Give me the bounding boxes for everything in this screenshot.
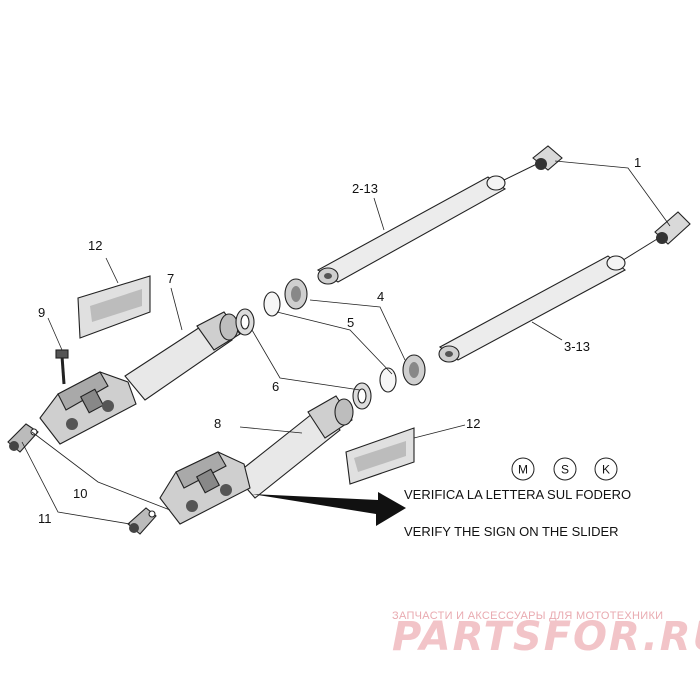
pad-12-upper [77, 275, 151, 339]
callout-7: 7 [167, 271, 174, 286]
svg-text:M: M [518, 463, 528, 477]
cap-lower [654, 211, 691, 245]
note-italian: VERIFICA LA LETTERA SUL FODERO [404, 487, 631, 502]
callout-12-upper: 12 [88, 238, 102, 253]
seal-rings-lower [352, 354, 426, 410]
cylinder-2-13 [316, 159, 546, 285]
cap-upper [532, 145, 563, 171]
svg-text:K: K [602, 463, 610, 477]
slider-sign-m: M [511, 457, 535, 481]
seal-rings-upper [235, 278, 308, 336]
cylinder-3-13 [438, 235, 663, 363]
slider-sign-s: S [553, 457, 577, 481]
leader-lines [21, 160, 671, 525]
callout-11: 11 [38, 511, 52, 526]
slider-foot-upper [39, 371, 137, 445]
pad-12-lower [345, 427, 415, 485]
fork-leg-7 [124, 311, 241, 401]
callout-4: 4 [377, 289, 384, 304]
fork-leg-8 [234, 395, 354, 499]
callout-3-13: 3-13 [564, 339, 590, 354]
svg-text:S: S [561, 463, 569, 477]
callout-6: 6 [272, 379, 279, 394]
bolt-11-lower [127, 507, 157, 535]
callout-5: 5 [347, 315, 354, 330]
note-english: VERIFY THE SIGN ON THE SLIDER [404, 524, 619, 539]
slider-foot-lower [159, 451, 251, 525]
callout-12-lower: 12 [466, 416, 480, 431]
callout-2-13: 2-13 [352, 181, 378, 196]
bolt-11-upper [7, 423, 39, 453]
callout-1: 1 [634, 155, 641, 170]
watermark-logo: PARTSFOR.RU [392, 614, 700, 660]
callout-10: 10 [73, 486, 87, 501]
pointer-arrow [252, 492, 406, 526]
callout-8: 8 [214, 416, 221, 431]
callout-9: 9 [38, 305, 45, 320]
slider-sign-k: K [594, 457, 618, 481]
bolt-9 [55, 349, 69, 385]
watermark-tagline: ЗАПЧАСТИ И АКСЕССУАРЫ ДЛЯ МОТОТЕХНИКИ [392, 610, 663, 622]
